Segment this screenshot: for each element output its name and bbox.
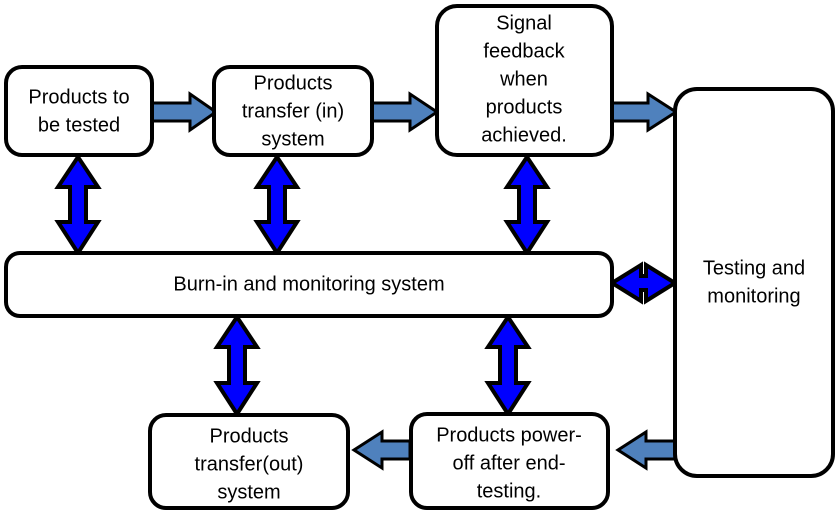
node-box-products-transfer-in-system[interactable] — [212, 65, 374, 157]
node-label-burn-in-and-monitoring-system: Burn-in and monitoring system — [173, 273, 444, 295]
arrow-testing-to-poweroff — [615, 429, 678, 471]
node-label-signal-feedback-line-0: Signal — [496, 12, 552, 34]
node-label-products-to-be-tested-line-1: be tested — [38, 114, 120, 136]
arrow-transferin-to-burnin — [253, 153, 301, 257]
node-label-testing-and-monitoring-line-1: monitoring — [707, 285, 800, 307]
node-label-products-transfer-out-line-1: transfer(out) — [195, 453, 304, 475]
node-label-products-transfer-out-line-0: Products — [210, 425, 289, 447]
node-products-transfer-in-system[interactable]: Products transfer (in) system — [212, 65, 374, 157]
node-label-testing-and-monitoring-line-0: Testing and — [703, 257, 805, 279]
arrow-burnin-to-transferout — [213, 313, 261, 418]
node-label-products-transfer-in-system-line-0: Products — [254, 72, 333, 94]
node-label-signal-feedback-line-1: feedback — [483, 40, 565, 62]
node-label-products-transfer-in-system-line-1: transfer (in) — [242, 100, 344, 122]
arrow-burnin-to-poweroff — [484, 313, 532, 418]
arrow-signal-to-testing — [610, 91, 679, 133]
node-label-products-power-off-line-2: testing. — [477, 480, 541, 502]
arrow-tested-to-burnin — [54, 153, 102, 257]
node-box-signal-feedback-when-products-achieved[interactable] — [435, 4, 614, 157]
node-box-burn-in-and-monitoring-system[interactable] — [4, 251, 614, 318]
node-label-signal-feedback-line-3: products — [486, 96, 563, 118]
node-signal-feedback-when-products-achieved[interactable]: Signal feedback when products achieved. — [435, 4, 614, 157]
node-products-transfer-out-system[interactable]: Products transfer(out) system — [148, 413, 350, 510]
node-box-testing-and-monitoring[interactable] — [673, 87, 835, 478]
node-label-products-power-off-line-0: Products power- — [436, 424, 582, 446]
node-label-products-transfer-out-line-2: system — [217, 481, 280, 503]
arrow-transferin-to-signal — [370, 91, 440, 133]
node-label-products-transfer-in-system-line-2: system — [261, 128, 324, 150]
node-products-power-off-after-end-testing[interactable]: Products power- off after end- testing. — [409, 412, 610, 510]
arrow-signal-to-burnin — [503, 153, 551, 257]
node-products-to-be-tested[interactable]: Products to be tested — [4, 65, 154, 157]
node-testing-and-monitoring[interactable]: Testing and monitoring — [673, 87, 835, 478]
node-box-products-power-off-after-end-testing[interactable] — [409, 412, 610, 510]
node-burn-in-and-monitoring-system[interactable]: Burn-in and monitoring system — [4, 251, 614, 318]
arrow-poweroff-to-transferout — [351, 429, 412, 471]
node-box-products-transfer-out-system[interactable] — [148, 413, 350, 510]
arrow-burnin-to-testing — [608, 261, 679, 305]
node-label-signal-feedback-line-4: achieved. — [481, 124, 567, 146]
node-box-products-to-be-tested[interactable] — [4, 65, 154, 157]
node-label-products-power-off-line-1: off after end- — [452, 452, 565, 474]
node-label-products-to-be-tested-line-0: Products to — [28, 86, 129, 108]
arrow-tested-to-transferin — [150, 91, 219, 133]
node-label-signal-feedback-line-2: when — [499, 68, 548, 90]
